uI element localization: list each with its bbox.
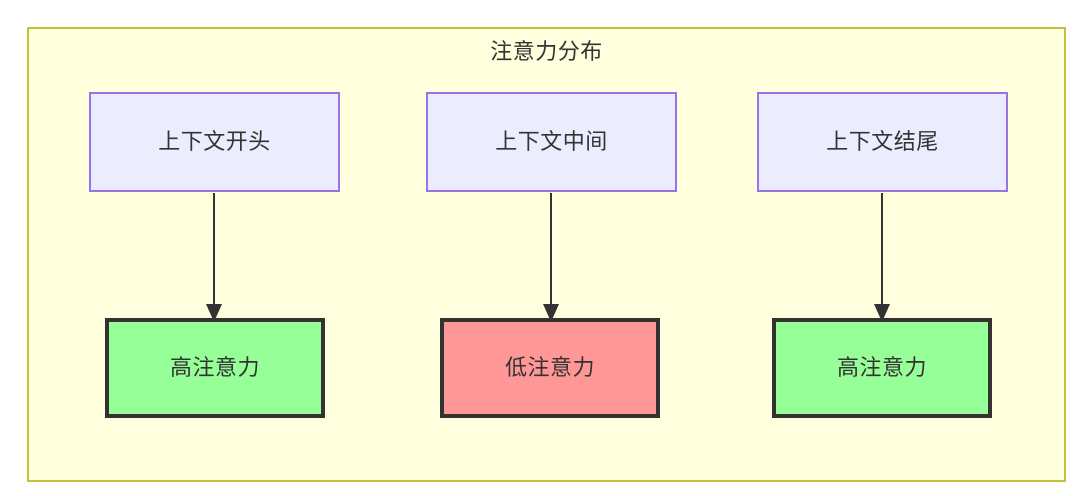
node-label: 上下文中间 (495, 129, 608, 154)
node-high-attention-end[interactable]: 高注意力 (772, 318, 992, 418)
node-low-attention-middle[interactable]: 低注意力 (440, 318, 660, 418)
node-context-middle[interactable]: 上下文中间 (426, 92, 677, 192)
node-label: 上下文结尾 (826, 129, 939, 154)
node-high-attention-start[interactable]: 高注意力 (105, 318, 325, 418)
node-label: 上下文开头 (158, 129, 271, 154)
cluster-title: 注意力分布 (490, 39, 603, 64)
node-context-end[interactable]: 上下文结尾 (757, 92, 1008, 192)
node-label: 高注意力 (169, 355, 260, 380)
node-label: 低注意力 (504, 355, 595, 380)
node-label: 高注意力 (836, 355, 927, 380)
node-context-start[interactable]: 上下文开头 (89, 92, 340, 192)
